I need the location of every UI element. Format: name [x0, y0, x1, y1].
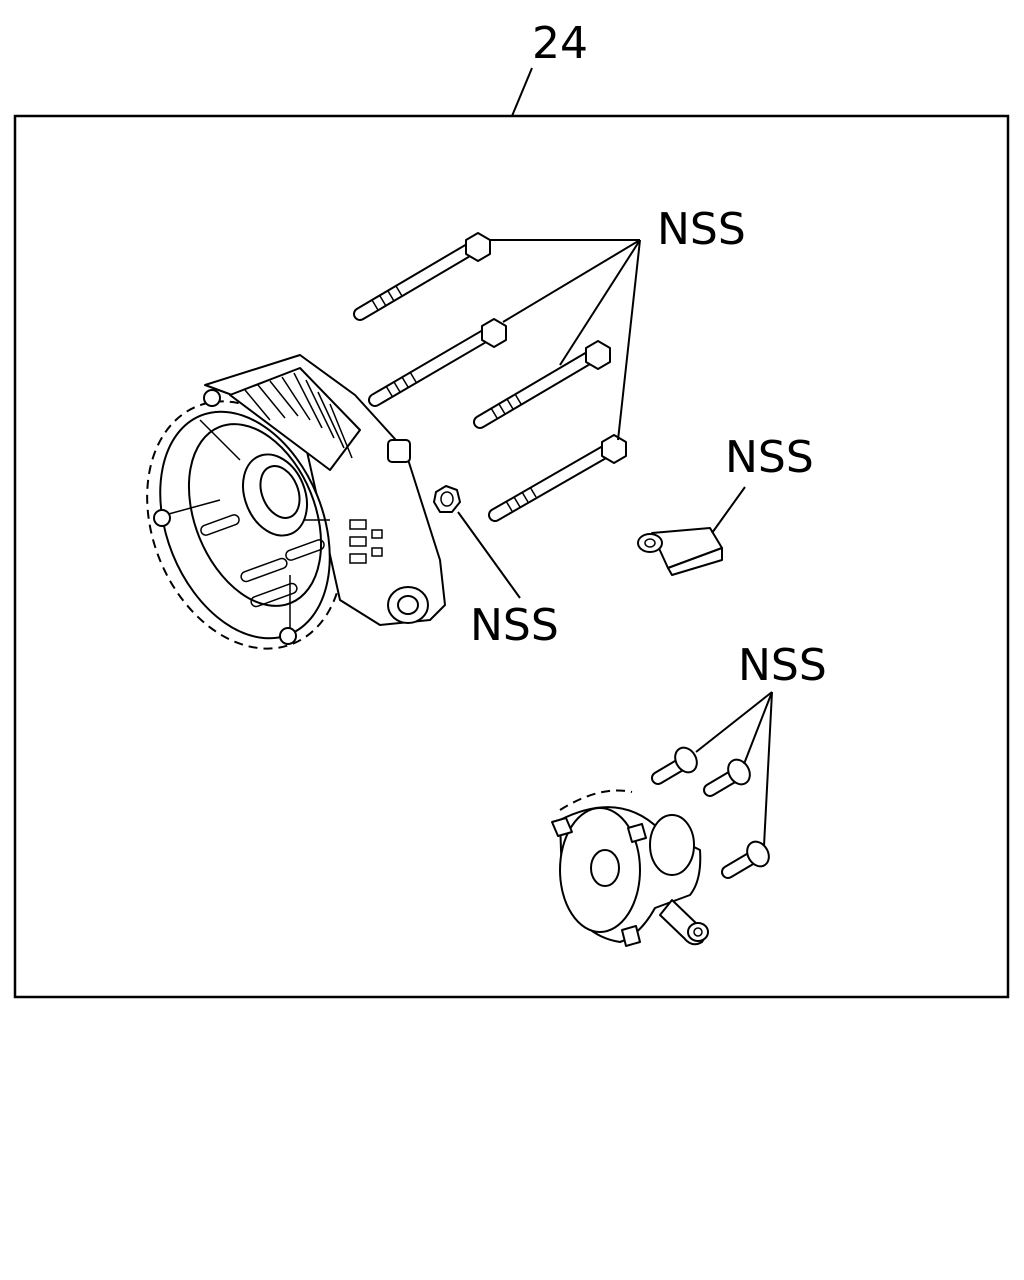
- screws-label: NSS: [738, 640, 827, 691]
- callout-leader: [511, 67, 533, 117]
- alternator-housing: [146, 354, 446, 650]
- screw-1: [651, 746, 698, 785]
- bolts-leaders: [490, 239, 641, 441]
- through-bolt-4: [488, 434, 627, 522]
- rear-cover: [551, 789, 709, 947]
- callout-number: 24: [532, 18, 588, 69]
- through-bolt-1: [353, 232, 491, 321]
- through-bolt-2: [368, 318, 507, 407]
- screw-3: [721, 840, 770, 879]
- screws-leaders: [695, 691, 773, 847]
- bracket-label: NSS: [725, 432, 814, 483]
- nut-label: NSS: [470, 600, 559, 651]
- bracket-leader: [711, 486, 746, 534]
- through-bolt-3: [473, 340, 611, 429]
- hex-nut: [433, 485, 461, 513]
- diagram-frame: [13, 114, 1010, 999]
- screw-2: [703, 758, 751, 797]
- bracket: [637, 527, 723, 576]
- nut-leader: [457, 511, 521, 599]
- bolts-label: NSS: [657, 204, 746, 255]
